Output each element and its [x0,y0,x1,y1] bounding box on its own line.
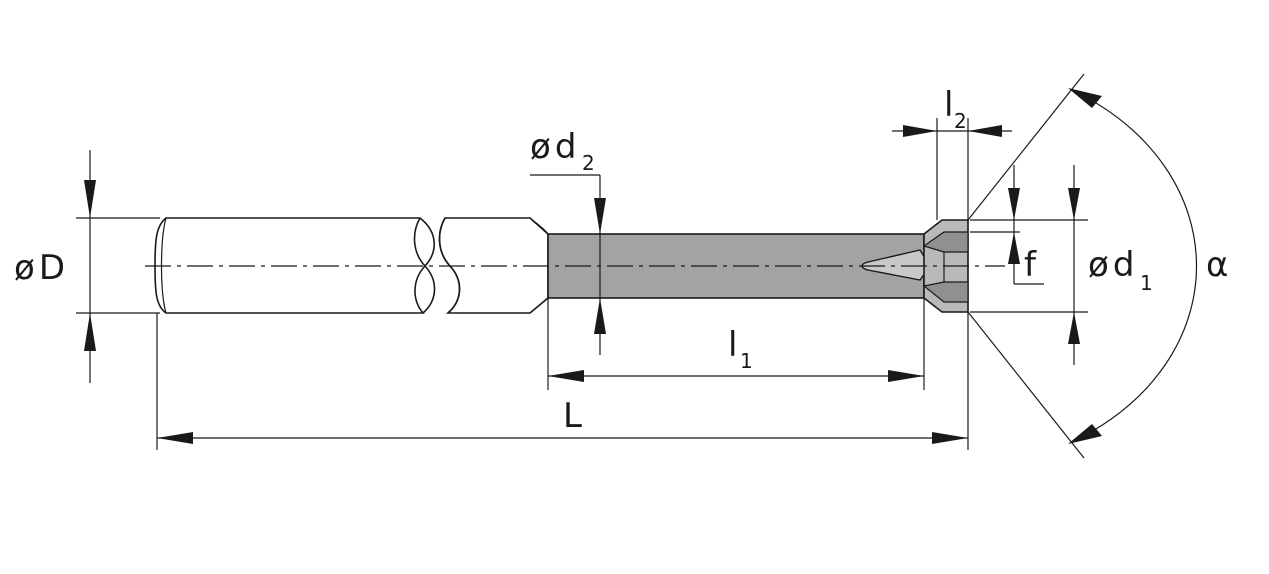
label-l1-sub: 1 [740,349,753,373]
label-L: L [563,396,582,436]
label-l2-sub: 2 [954,109,967,133]
label-d2-sub: 2 [582,151,595,175]
dimension-L: L [156,312,969,450]
head-tooth-upper [922,231,969,253]
break-line-left [413,217,436,314]
shank-transition [529,217,549,314]
label-alpha: α [1206,245,1228,285]
label-f: f [1024,245,1037,285]
label-d1-sub: 1 [1140,271,1153,295]
head-tooth-lower [922,281,969,303]
dimension-l2: l 2 [892,85,1012,220]
dimension-alpha: α [967,73,1228,459]
label-l1: l [728,325,737,365]
label-l2: l [944,85,953,125]
dimension-l1: l 1 [547,298,925,390]
dimension-f: f [970,165,1088,285]
shank-right [438,217,549,314]
